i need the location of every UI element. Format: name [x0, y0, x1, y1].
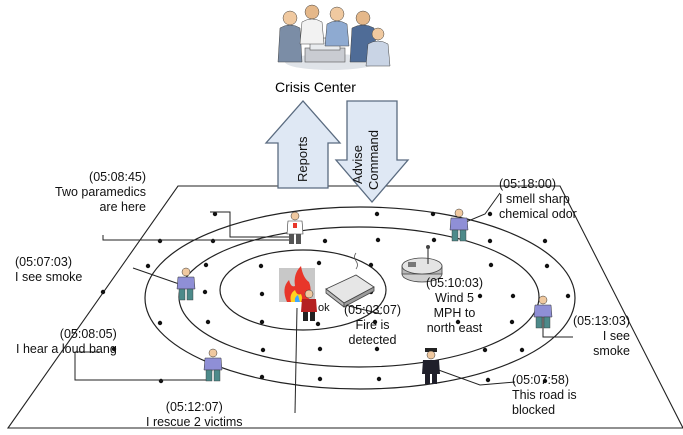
sensor-dot — [565, 293, 571, 299]
reports-arrow: Reports — [264, 100, 342, 189]
sensor-dot — [316, 260, 322, 266]
sensor-dot — [431, 237, 437, 243]
crisis-team-clipart — [277, 4, 391, 70]
report-loud-bang: (05:08:05)I hear a loud bang — [16, 327, 117, 356]
sensor-dot — [212, 211, 218, 217]
sensor-dot — [368, 262, 374, 268]
sensor-dot — [487, 238, 493, 244]
sensor-dot — [202, 289, 208, 295]
report-chemical-odor: (05:18:00)I smell sharp chemical odor — [499, 177, 577, 221]
sensor-dot — [542, 238, 548, 244]
report-wind: (05:10:03)Wind 5 MPH to north east — [426, 276, 483, 335]
callout-lines — [74, 192, 573, 414]
command-label: Command — [366, 130, 381, 190]
sensor-dot — [455, 319, 461, 325]
report-fire-detected: (05:03:07)Fire is detected — [344, 303, 401, 347]
sensor-dot — [259, 319, 265, 325]
inner-ring — [219, 249, 387, 331]
sensor-dot — [157, 238, 163, 244]
sensor-dot — [111, 346, 117, 352]
sensor-dot — [315, 321, 321, 327]
report-paramedics: (05:08:45)Two paramedics are here — [55, 170, 147, 214]
sensor-dot — [158, 378, 164, 384]
sensor-dot — [509, 319, 515, 325]
sensor-dot — [157, 320, 163, 326]
sensor-dot — [542, 378, 548, 384]
sensor-dot — [372, 319, 378, 325]
report-smoke-west: (05:07:03)I see smoke — [15, 255, 83, 284]
sensor-dot — [317, 376, 323, 382]
sensor-dot — [376, 376, 382, 382]
advise-command-arrow: Advise Command — [334, 100, 410, 203]
sensor-dot — [510, 293, 516, 299]
people-figures — [176, 208, 553, 382]
chemical-sensor-icon — [325, 252, 375, 308]
sensor-dot — [145, 263, 151, 269]
outer-ring — [144, 206, 576, 390]
ground-plane — [6, 185, 683, 429]
person-figure — [203, 348, 223, 382]
police-figure — [422, 348, 440, 384]
device-ok-label: ok — [318, 302, 330, 314]
report-road-blocked: (05:07:58)This road is blocked — [512, 373, 577, 417]
sensor-dot — [317, 346, 323, 352]
advise-label: Advise — [350, 145, 365, 184]
sensor-dot — [374, 346, 380, 352]
sensor-dot — [210, 238, 216, 244]
sensor-dot — [477, 293, 483, 299]
paramedic-figure — [286, 211, 304, 244]
sensor-dot — [375, 237, 381, 243]
person-figure — [533, 295, 553, 329]
fire-icon — [279, 266, 315, 302]
sensor-dot — [485, 377, 491, 383]
sensor-dot — [482, 347, 488, 353]
crisis-center-title: Crisis Center — [275, 79, 356, 95]
sensor-dot — [258, 263, 264, 269]
sensor-dot — [544, 263, 550, 269]
sensor-dot — [487, 211, 493, 217]
sensor-dot — [488, 262, 494, 268]
sensor-dot — [260, 347, 266, 353]
sensor-dot — [205, 319, 211, 325]
sensor-dot — [100, 289, 106, 295]
sensor-dot — [322, 238, 328, 244]
report-smoke-east: (05:13:03)I see smoke — [573, 314, 630, 358]
person-figure — [449, 208, 469, 242]
sensor-dot — [430, 211, 436, 217]
sensor-dot — [259, 291, 265, 297]
sensor-dot — [519, 347, 525, 353]
firefighter-figure — [301, 289, 317, 321]
sensor-dot — [203, 262, 209, 268]
sensor-dot — [259, 374, 265, 380]
report-rescue: (05:12:07)I rescue 2 victims — [146, 400, 243, 429]
person-figure — [176, 267, 196, 301]
sensor-dot — [374, 211, 380, 217]
wind-sensor-icon — [401, 245, 443, 283]
reports-arrow-label: Reports — [295, 136, 310, 182]
